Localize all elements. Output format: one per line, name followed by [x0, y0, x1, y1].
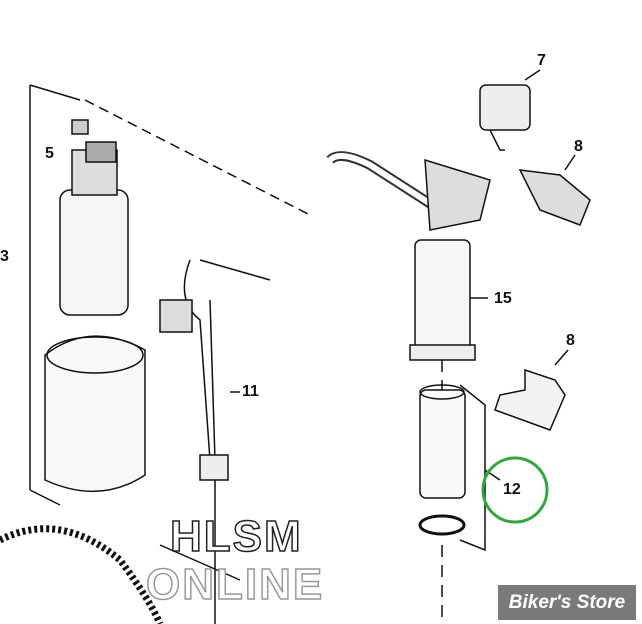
regulator-part-7	[479, 69, 541, 151]
callout-12: 12	[503, 481, 521, 498]
filter-part-12	[418, 360, 501, 624]
clip-part-5	[71, 119, 89, 135]
callout-15: 15	[494, 290, 512, 307]
watermark-line-1: HLSM	[169, 511, 303, 562]
bikers-store-logo: Biker's Store	[498, 585, 636, 620]
highlight-circle	[481, 456, 549, 524]
callout-7: 7	[537, 52, 546, 69]
wiring-harness-part-11	[159, 259, 271, 481]
pump-module-part-15	[326, 151, 491, 361]
callout-3: 3	[0, 248, 9, 265]
clip-part-8-bottom	[494, 349, 569, 431]
fuel-pump-part-3	[59, 141, 129, 316]
callout-8-bottom: 8	[566, 332, 575, 349]
clip-part-8-top	[518, 154, 591, 226]
callout-5: 5	[45, 145, 54, 162]
callout-8-top: 8	[574, 138, 583, 155]
strainer-housing	[44, 335, 146, 493]
callout-11: 11	[242, 383, 259, 400]
watermark-line-2: ONLINE	[145, 559, 325, 610]
